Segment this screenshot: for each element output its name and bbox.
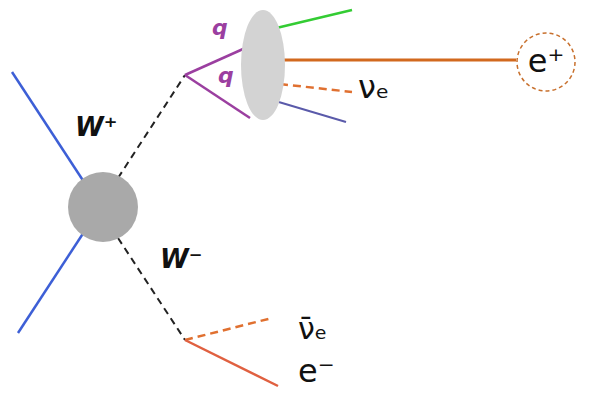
quark-label: q <box>218 64 234 88</box>
interaction-blob <box>68 172 138 242</box>
particle-label: e⁻ <box>298 354 335 389</box>
particle-label: νₑ <box>358 70 389 105</box>
quark-line <box>185 75 250 118</box>
electron-line <box>185 340 278 386</box>
boson-label: W⁺ <box>75 113 117 142</box>
positron-line <box>278 59 516 62</box>
circle-outline <box>517 33 575 91</box>
jet-line <box>268 10 352 30</box>
jet-line <box>272 100 346 122</box>
w-boson-line <box>118 75 185 178</box>
particle-circle: e⁺ <box>515 31 577 93</box>
particle-label: e⁺ <box>528 44 565 79</box>
neutrino-line <box>280 84 352 92</box>
quark-label: q <box>212 16 228 40</box>
beam-line <box>18 232 84 333</box>
hadronisation-blob <box>241 10 285 120</box>
particle-label: ν̄ₑ <box>298 312 327 345</box>
antineutrino-line <box>185 318 272 340</box>
beam-line <box>12 72 84 182</box>
boson-label: W⁻ <box>160 245 202 274</box>
